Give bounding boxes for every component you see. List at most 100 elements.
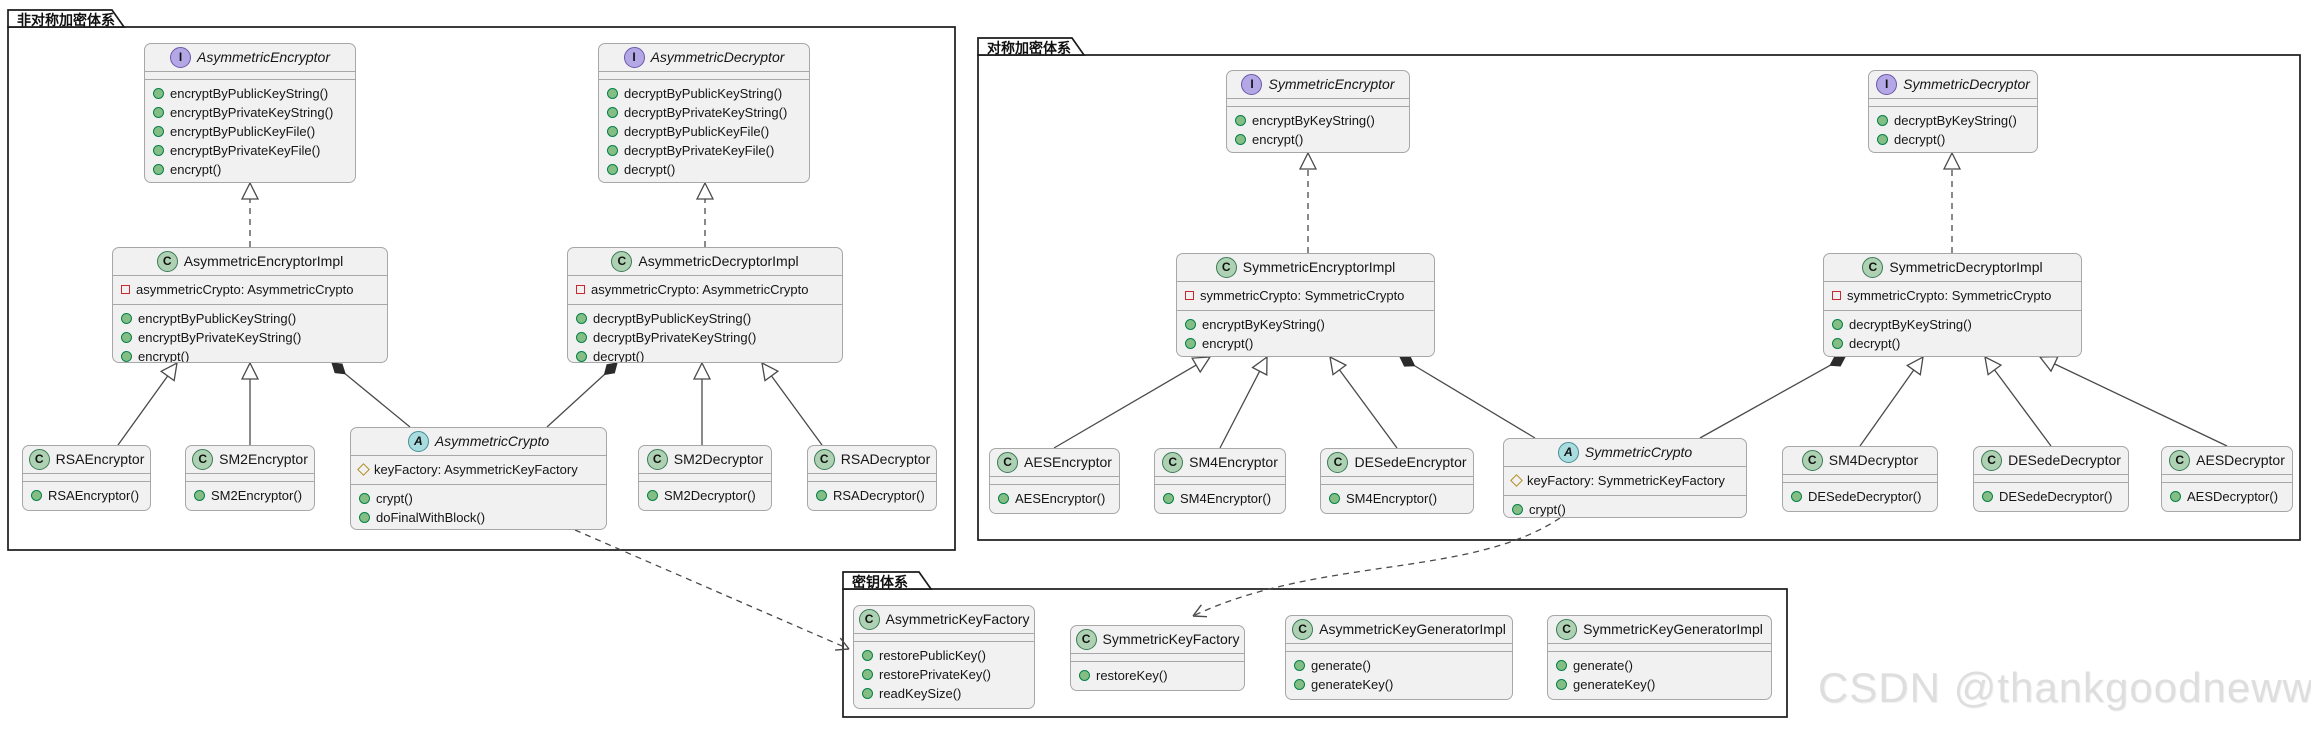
member-text: decryptByPrivateKeyString() <box>624 105 788 120</box>
member-text: symmetricCrypto: SymmetricCrypto <box>1847 288 2052 303</box>
public-method-icon <box>1163 493 1174 504</box>
method-item: decryptByPublicKeyFile() <box>607 122 801 141</box>
class-icon: C <box>858 609 880 630</box>
public-method-icon <box>359 493 370 504</box>
member-text: SM2Decryptor() <box>664 488 756 503</box>
class-header: C DESedeEncryptor <box>1321 449 1473 477</box>
methods-section: decryptByPublicKeyString() decryptByPriva… <box>599 80 809 182</box>
class-name: SymmetricEncryptorImpl <box>1242 259 1396 275</box>
public-method-icon <box>862 688 873 699</box>
methods-section: generate()generateKey() <box>1286 652 1512 699</box>
method-item: restorePrivateKey() <box>862 665 1026 684</box>
class-header: C DESedeDecryptor <box>1974 447 2128 475</box>
class-header: I SymmetricEncryptor <box>1227 71 1409 99</box>
class-name: AESDecryptor <box>2196 452 2285 468</box>
methods-section: encryptByPublicKeyString()encryptByPriva… <box>113 305 387 362</box>
method-item: restoreKey() <box>1079 666 1236 685</box>
method-item: AESEncryptor() <box>998 489 1111 508</box>
class-box-aes-encryptor: C AESEncryptor AESEncryptor() <box>989 448 1120 514</box>
method-item: DESedeDecryptor() <box>1982 487 2120 506</box>
class-icon: C <box>646 449 668 470</box>
method-item: SM4Encryptor() <box>1163 489 1277 508</box>
member-text: decryptByPublicKeyString() <box>624 86 783 101</box>
public-method-icon <box>998 493 1009 504</box>
method-item: encryptByPrivateKeyString() <box>153 103 347 122</box>
fields-section: asymmetricCrypto: AsymmetricCrypto <box>568 276 842 305</box>
empty-fields-compartment <box>1869 99 2037 107</box>
relation-composition-AsymmetricEncryptorImpl-to-AsymmetricCrypto <box>331 362 411 428</box>
class-box-desede-encryptor: C DESedeEncryptor SM4Encryptor() <box>1320 448 1474 514</box>
method-item: crypt() <box>1512 500 1738 517</box>
member-text: DESedeDecryptor() <box>1999 489 2113 504</box>
interface-icon: I <box>1241 74 1263 95</box>
method-item: decryptByPrivateKeyFile() <box>607 141 801 160</box>
public-method-icon <box>121 332 132 343</box>
method-item: decryptByPublicKeyString() <box>607 84 801 103</box>
public-method-icon <box>121 351 132 362</box>
class-name: SM2Decryptor <box>673 451 764 467</box>
public-method-icon <box>576 313 587 324</box>
method-item: decrypt() <box>576 347 834 362</box>
class-name: SM4Decryptor <box>1828 452 1919 468</box>
class-box-symmetric-encryptor: I SymmetricEncryptor encryptByKeyString(… <box>1226 70 1410 153</box>
method-item: decrypt() <box>1877 130 2029 149</box>
class-header: C RSAEncryptor <box>23 446 150 474</box>
abstract-class-icon: A <box>407 431 429 452</box>
methods-section: decryptByPublicKeyString()decryptByPriva… <box>568 305 842 362</box>
member-text: generateKey() <box>1311 677 1394 692</box>
interface-icon: I <box>623 47 645 68</box>
member-text: doFinalWithBlock() <box>376 510 486 525</box>
class-header: I AsymmetricDecryptor <box>599 44 809 72</box>
public-method-icon <box>153 88 164 99</box>
public-method-icon <box>121 313 132 324</box>
package-label-asymmetric: 非对称加密体系 <box>17 12 115 28</box>
class-name: RSAEncryptor <box>55 451 145 467</box>
member-text: AESDecryptor() <box>2187 489 2279 504</box>
class-icon: C <box>1327 452 1349 473</box>
member-text: encryptByPublicKeyString() <box>170 86 329 101</box>
empty-fields-compartment <box>854 634 1034 642</box>
public-method-icon <box>647 490 658 501</box>
class-header: C AsymmetricKeyGeneratorImpl <box>1286 616 1512 644</box>
class-name: AsymmetricKeyGeneratorImpl <box>1319 621 1506 637</box>
member-text: encryptByPublicKeyFile() <box>170 124 316 139</box>
public-method-icon <box>1294 660 1305 671</box>
method-item: encryptByKeyString() <box>1235 111 1401 130</box>
class-name: SymmetricKeyFactory <box>1102 631 1240 647</box>
methods-section: generate()generateKey() <box>1548 652 1771 699</box>
class-box-sm4-encryptor: C SM4Encryptor SM4Encryptor() <box>1154 448 1286 514</box>
class-box-aes-decryptor: C AESDecryptor AESDecryptor() <box>2161 446 2293 512</box>
class-header: A AsymmetricCrypto <box>351 428 606 456</box>
public-method-icon <box>153 107 164 118</box>
public-method-icon <box>1791 491 1802 502</box>
class-header: C AsymmetricEncryptorImpl <box>113 248 387 276</box>
class-name: SymmetricDecryptor <box>1903 76 2030 92</box>
public-method-icon <box>1877 134 1888 145</box>
member-text: encrypt() <box>1252 132 1304 147</box>
member-text: decrypt() <box>1894 132 1946 147</box>
package-label-symmetric: 对称加密体系 <box>987 40 1071 56</box>
member-text: decryptByPublicKeyFile() <box>624 124 770 139</box>
public-method-icon <box>576 351 587 362</box>
relation-composition-AsymmetricDecryptorImpl-to-AsymmetricCrypto <box>546 362 618 428</box>
field-item: keyFactory: AsymmetricKeyFactory <box>357 460 598 479</box>
member-text: encrypt() <box>170 162 222 177</box>
class-header: I SymmetricDecryptor <box>1869 71 2037 99</box>
public-method-icon <box>1832 338 1843 349</box>
member-text: encryptByPublicKeyString() <box>138 311 297 326</box>
relation-generalization-AESEncryptor-to-SymmetricEncryptorImpl <box>1053 356 1212 449</box>
class-name: AsymmetricDecryptorImpl <box>638 253 799 269</box>
method-item: encryptByPublicKeyFile() <box>153 122 347 141</box>
relation-dependency-AsymmetricCrypto-to-AsymmetricKeyFactory <box>574 529 850 651</box>
class-header: C SymmetricEncryptorImpl <box>1177 254 1434 282</box>
class-header: A SymmetricCrypto <box>1504 439 1746 467</box>
public-method-icon <box>862 669 873 680</box>
class-icon: C <box>1215 257 1237 278</box>
class-header: C RSADecryptor <box>808 446 936 474</box>
relation-generalization-DESedeEncryptor-to-SymmetricEncryptorImpl <box>1329 355 1398 449</box>
empty-fields-compartment <box>1286 644 1512 652</box>
class-name: DESedeEncryptor <box>1354 454 1467 470</box>
method-item: RSAEncryptor() <box>31 486 142 505</box>
fields-section: asymmetricCrypto: AsymmetricCrypto <box>113 276 387 305</box>
empty-fields-compartment <box>808 474 936 482</box>
